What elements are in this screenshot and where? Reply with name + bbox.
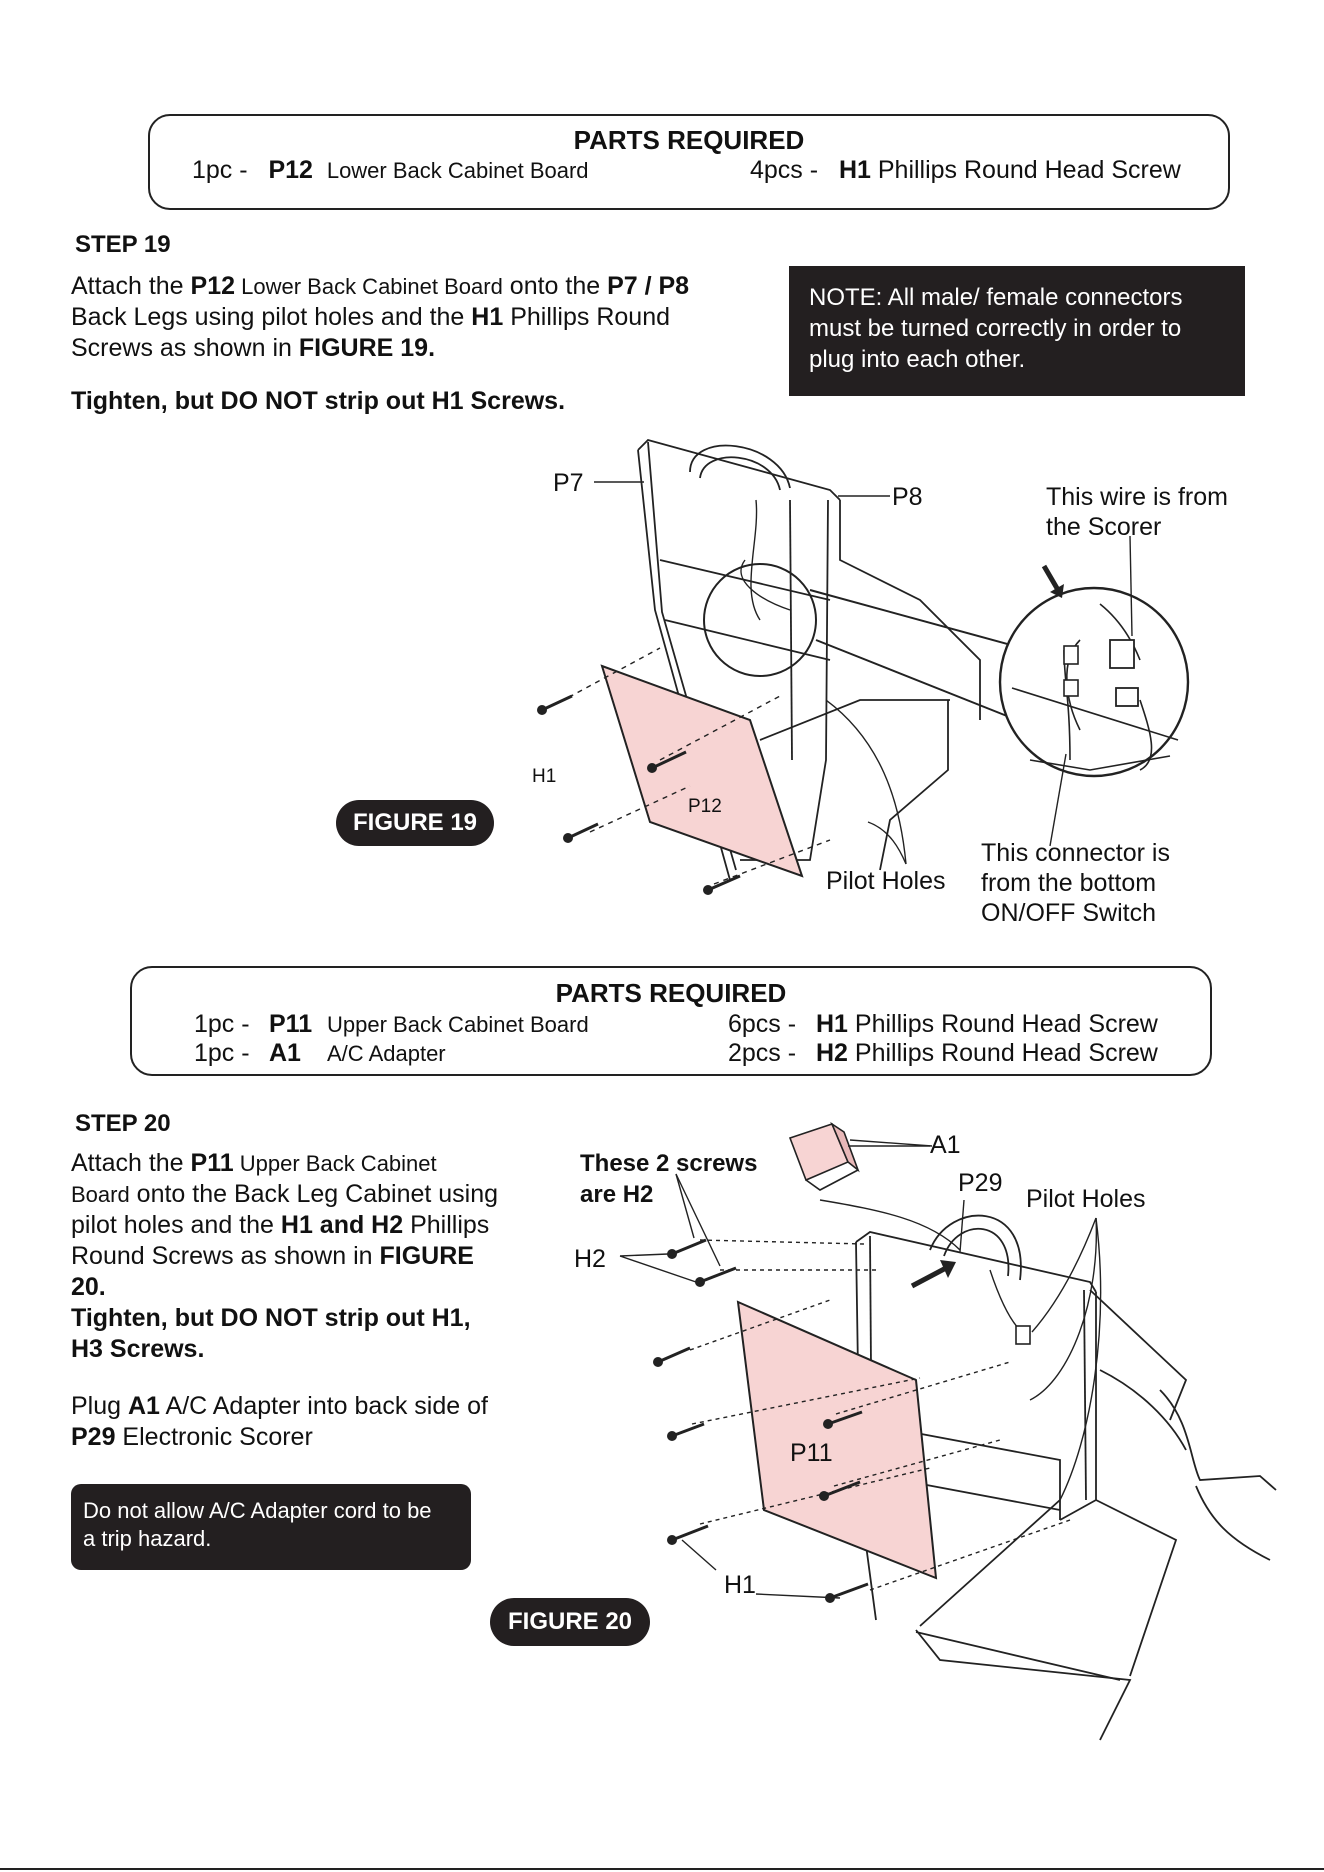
- text: Phillips: [403, 1211, 490, 1239]
- text: Board: [71, 1182, 130, 1207]
- part-code: P11: [269, 1010, 313, 1038]
- parts-item-p11: 1pc - P11 Upper Back Cabinet Board: [194, 1010, 589, 1039]
- callout-h2: H2: [574, 1245, 606, 1273]
- text: P12: [190, 272, 236, 300]
- caution-line: Do not allow A/C Adapter cord to be: [83, 1498, 432, 1523]
- note-line: NOTE: All male/ female connectors: [809, 284, 1183, 311]
- text: Electronic Scorer: [115, 1423, 313, 1451]
- callout-h1: H1: [724, 1571, 756, 1599]
- text: Lower Back Cabinet Board: [235, 274, 503, 299]
- text: P11: [190, 1149, 234, 1177]
- part-code: H1: [816, 1010, 848, 1038]
- callout-line: These 2 screws: [580, 1150, 758, 1177]
- step19-instructions: Attach the P12 Lower Back Cabinet Board …: [71, 271, 761, 364]
- text: Round Screws as shown in: [71, 1242, 380, 1270]
- part-qty: 4pcs -: [750, 156, 819, 184]
- step20-instructions: Attach the P11 Upper Back Cabinet Board …: [71, 1148, 541, 1453]
- parts-required-box-step19: PARTS REQUIRED 1pc - P12 Lower Back Cabi…: [148, 114, 1230, 210]
- text: Phillips Round: [503, 303, 671, 331]
- parts-required-title: PARTS REQUIRED: [555, 978, 787, 1008]
- callout-pilot-holes: Pilot Holes: [1026, 1185, 1146, 1213]
- text: Screws as shown in: [71, 334, 299, 362]
- figure-19-label: FIGURE 19: [336, 800, 494, 846]
- part-name: Phillips Round Head Screw: [854, 1039, 1158, 1067]
- part-name: Phillips Round Head Screw: [877, 156, 1181, 184]
- callout-connector-switch: This connector is from the bottom ON/OFF…: [981, 838, 1170, 928]
- step20-warning: Tighten, but DO NOT strip out H1,: [71, 1304, 471, 1332]
- part-qty: 6pcs -: [728, 1010, 797, 1038]
- callout-p8: P8: [892, 483, 923, 511]
- callout-h1: H1: [532, 766, 557, 787]
- step20-warning: H3 Screws.: [71, 1335, 205, 1363]
- callout-line: This wire is from: [1046, 483, 1228, 511]
- callout-line: This connector is: [981, 839, 1170, 867]
- callout-line: from the bottom: [981, 869, 1157, 897]
- part-qty: 2pcs -: [728, 1039, 797, 1067]
- callout-p12: P12: [688, 796, 722, 817]
- parts-item-h1: 4pcs - H1 Phillips Round Head Screw: [750, 156, 1181, 185]
- text: H1: [471, 303, 504, 331]
- callout-p7: P7: [553, 469, 584, 497]
- text: Attach the: [71, 272, 191, 300]
- text: onto the: [502, 272, 608, 300]
- part-name: Phillips Round Head Screw: [854, 1010, 1158, 1038]
- part-qty: 1pc -: [192, 156, 248, 184]
- part-name: A/C Adapter: [327, 1041, 446, 1066]
- parts-item-h2: 2pcs - H2 Phillips Round Head Screw: [728, 1039, 1158, 1068]
- step20-heading: STEP 20: [75, 1110, 171, 1137]
- text: 20.: [71, 1273, 106, 1301]
- callout-p29: P29: [958, 1169, 1003, 1197]
- step19-warning: Tighten, but DO NOT strip out H1 Screws.: [71, 387, 566, 415]
- part-code: P12: [268, 156, 313, 184]
- text: P7 / P8: [607, 272, 690, 300]
- parts-right-column: 6pcs - H1 Phillips Round Head Screw 2pcs …: [728, 1010, 1158, 1068]
- parts-item-a1: 1pc - A1 A/C Adapter: [194, 1039, 589, 1068]
- note-line: must be turned correctly in order to: [809, 315, 1182, 342]
- part-code: A1: [269, 1039, 301, 1067]
- callout-line: ON/OFF Switch: [981, 899, 1157, 927]
- callout-a1: A1: [930, 1131, 961, 1159]
- part-code: H1: [838, 156, 871, 184]
- parts-required-box-step20: PARTS REQUIRED 1pc - P11 Upper Back Cabine…: [130, 966, 1212, 1076]
- text: pilot holes and the: [71, 1211, 281, 1239]
- callout-wire-from-scorer: This wire is from the Scorer: [1046, 482, 1228, 542]
- text: Plug: [71, 1392, 128, 1420]
- parts-item-h1: 6pcs - H1 Phillips Round Head Screw: [728, 1010, 1158, 1039]
- callout-p11: P11: [790, 1439, 833, 1467]
- caution-line: a trip hazard.: [83, 1526, 212, 1551]
- text: A/C Adapter into back side of: [159, 1392, 488, 1420]
- text: Back Legs using pilot holes and the: [71, 303, 472, 331]
- part-name: Lower Back Cabinet Board: [326, 158, 589, 183]
- note-line: plug into each other.: [809, 346, 1026, 373]
- callout-pilot-holes: Pilot Holes: [826, 867, 946, 895]
- callout-h2-screws: These 2 screws are H2: [580, 1148, 757, 1210]
- text: FIGURE 19.: [298, 334, 436, 362]
- figure-20-label: FIGURE 20: [490, 1598, 650, 1646]
- part-qty: 1pc -: [194, 1039, 250, 1067]
- text: A1: [127, 1392, 160, 1420]
- parts-item-p12: 1pc - P12 Lower Back Cabinet Board: [192, 156, 589, 185]
- part-code: H2: [816, 1039, 848, 1067]
- text: P29: [71, 1423, 116, 1451]
- connector-note-box: NOTE: All male/ female connectors must b…: [789, 266, 1245, 396]
- page-bottom-divider: [0, 1868, 1324, 1870]
- parts-required-title: PARTS REQUIRED: [573, 125, 805, 155]
- parts-left-column: 1pc - P11 Upper Back Cabinet Board 1pc - A1…: [194, 1010, 589, 1068]
- callout-line: the Scorer: [1046, 513, 1162, 541]
- text: onto the Back Leg Cabinet using: [129, 1180, 499, 1208]
- text: FIGURE: [379, 1242, 474, 1270]
- text: Upper Back Cabinet: [233, 1151, 437, 1176]
- step19-heading: STEP 19: [75, 231, 171, 258]
- part-name: Upper Back Cabinet Board: [327, 1012, 589, 1037]
- part-qty: 1pc -: [194, 1010, 250, 1038]
- trip-hazard-caution-box: Do not allow A/C Adapter cord to be a tr…: [71, 1484, 471, 1570]
- text: Attach the: [71, 1149, 191, 1177]
- text: H1 and H2: [280, 1211, 404, 1239]
- callout-line: are H2: [580, 1181, 654, 1208]
